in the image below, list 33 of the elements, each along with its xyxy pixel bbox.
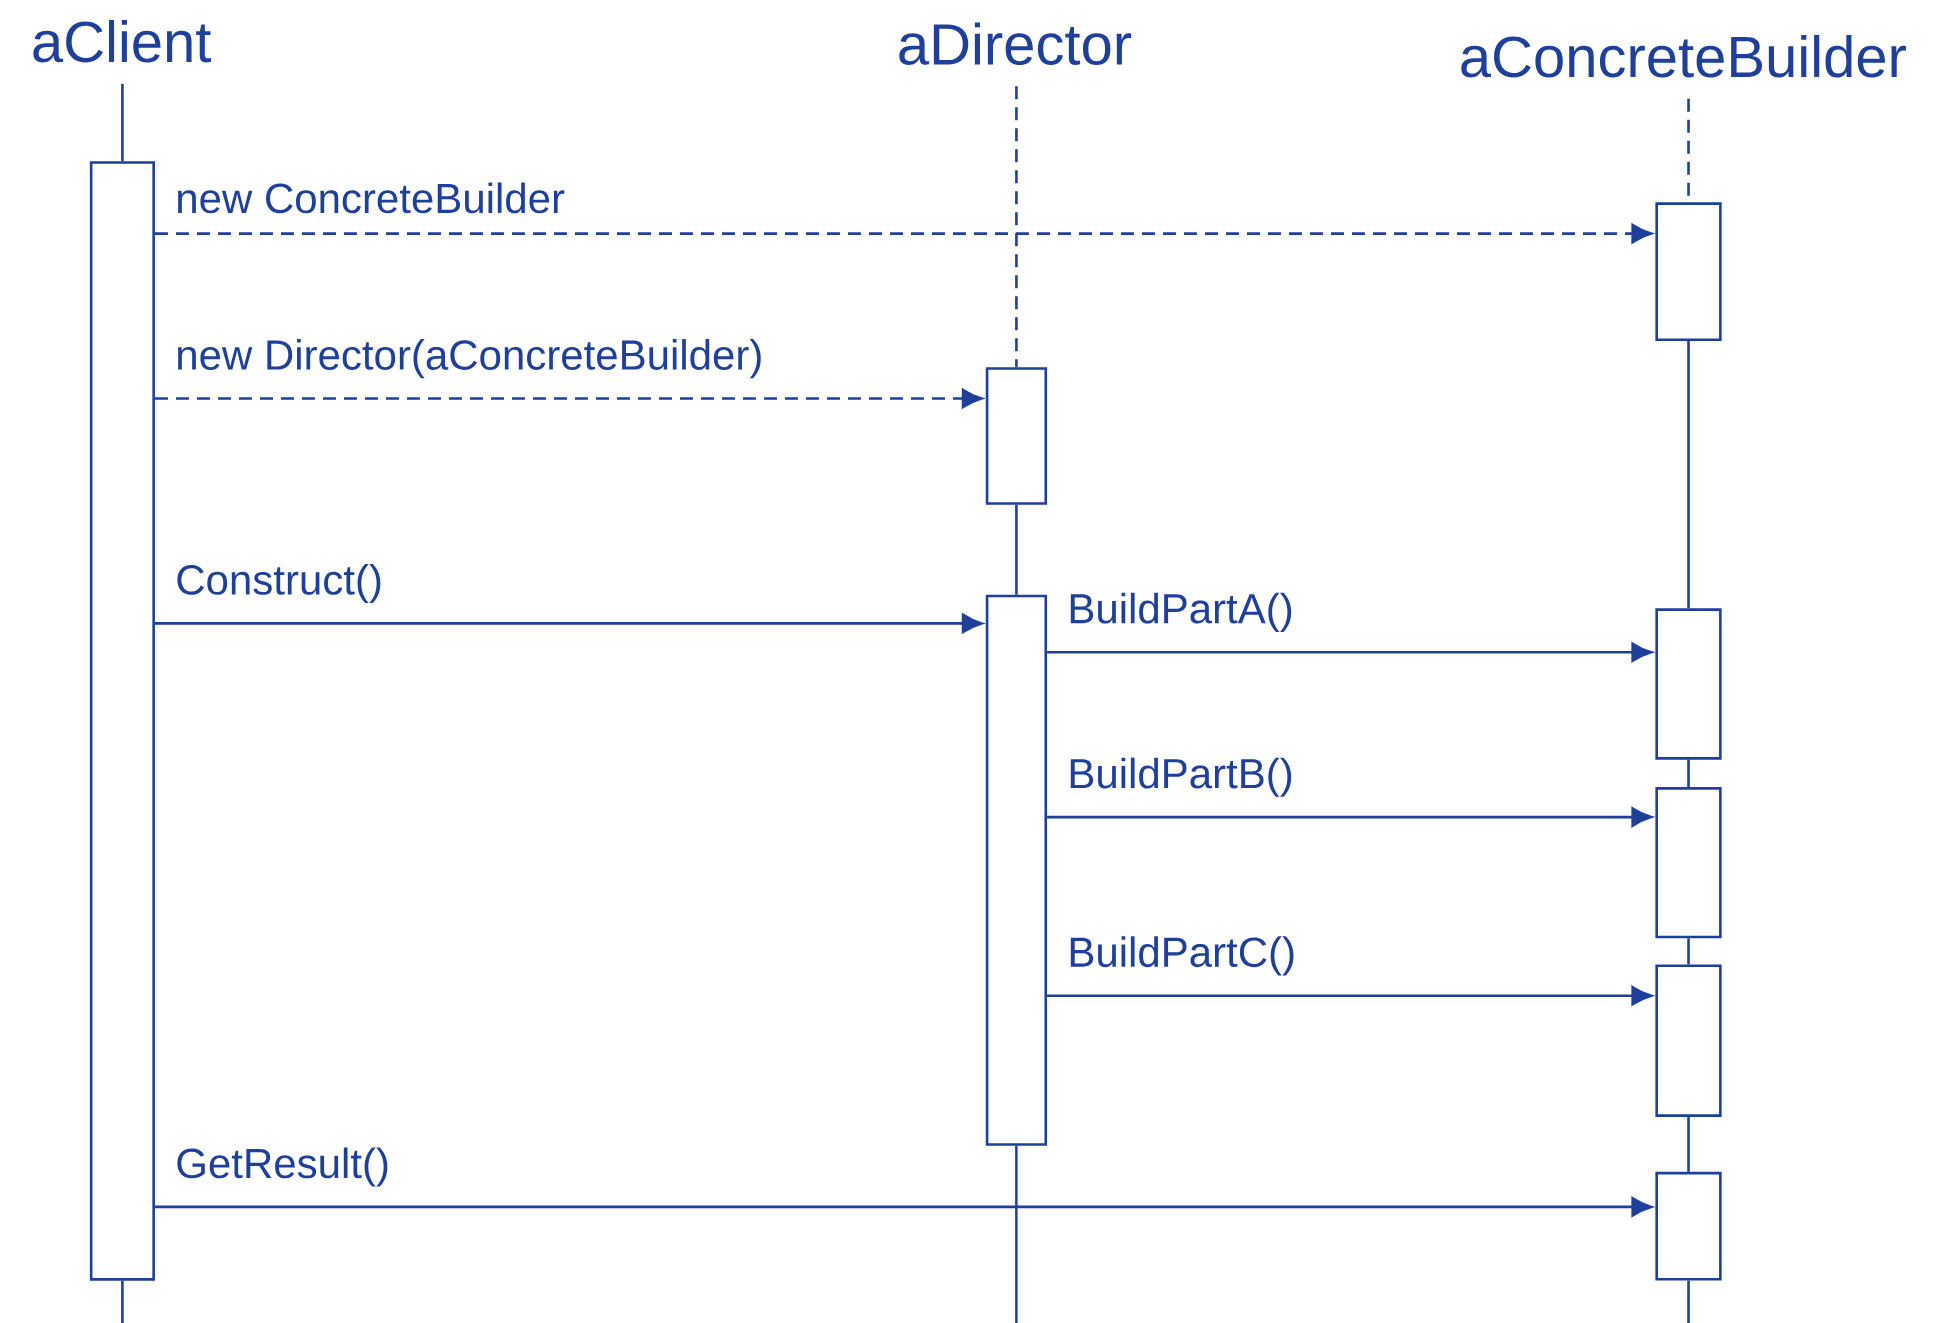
message-arrow (1047, 985, 1653, 1006)
lifeline (1015, 1145, 1018, 1323)
lifeline (1687, 1116, 1690, 1172)
message-arrow (154, 223, 1653, 244)
lifeline (1687, 938, 1690, 965)
edge-label: BuildPartB() (1065, 755, 1296, 799)
activation-box (985, 367, 1048, 505)
activation-box (1655, 608, 1722, 760)
activation-box (89, 161, 155, 1281)
edge-label: new Director(aConcreteBuilder) (173, 337, 766, 381)
message-arrow (1047, 807, 1653, 827)
activation-box (1655, 202, 1722, 342)
lifeline (1687, 341, 1690, 609)
activation-box (1655, 964, 1722, 1117)
message-arrow (1047, 642, 1653, 662)
activation-box (985, 594, 1048, 1146)
lifeline (121, 1280, 124, 1323)
edge-label: BuildPartA() (1065, 590, 1296, 634)
lifeline (1015, 504, 1018, 595)
activation-box (1655, 1171, 1722, 1281)
lifeline (1687, 1280, 1690, 1323)
lifeline-header: aDirector (899, 22, 1132, 65)
edge-label: BuildPartC() (1065, 934, 1299, 978)
lifeline (121, 83, 124, 162)
lifeline-header: aConcreteBuilder (1461, 34, 1906, 78)
edge-label: new ConcreteBuilder (173, 180, 568, 216)
edge-label: Construct() (173, 562, 385, 606)
edge-label: GetResult() (173, 1145, 392, 1189)
lifeline (1015, 86, 1018, 368)
lifeline-header: aClient (33, 19, 211, 63)
activation-box (1655, 787, 1722, 939)
lifeline (1687, 759, 1690, 788)
message-arrow (154, 1197, 1653, 1217)
